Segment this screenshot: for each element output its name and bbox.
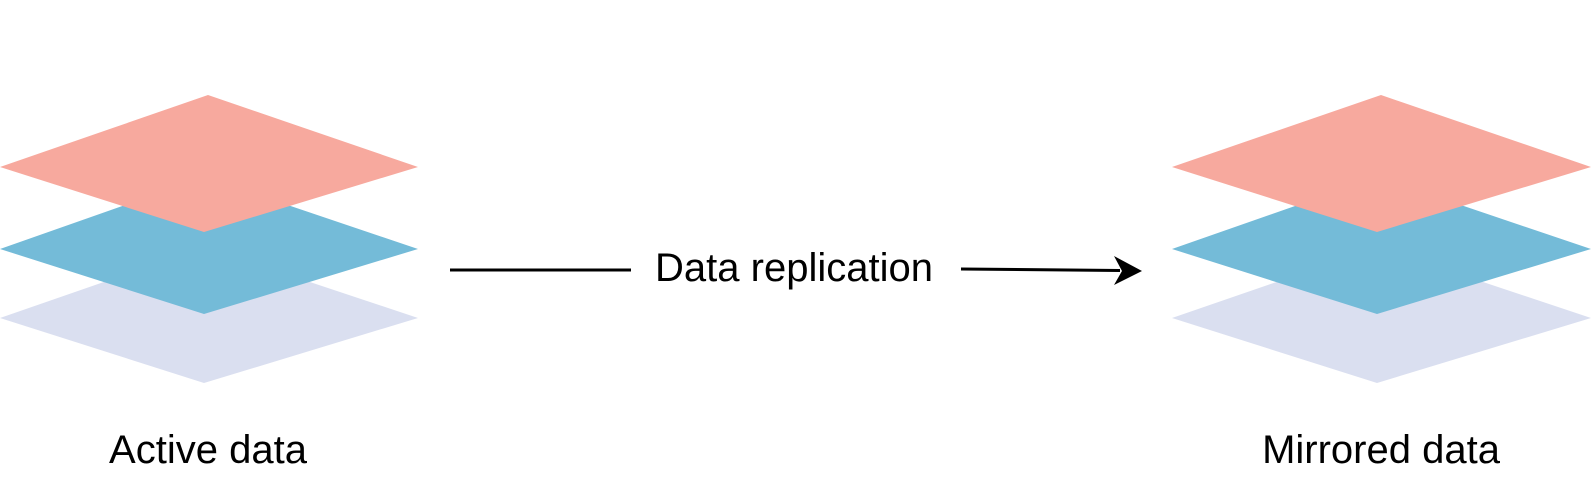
active-layer-middle — [0, 177, 418, 314]
mirrored-layer-bottom — [1172, 247, 1591, 383]
mirrored-data-stack — [1172, 95, 1591, 383]
mirrored-data-label: Mirrored data — [1262, 428, 1500, 472]
connector-line-right — [960, 267, 1121, 272]
active-layer-top — [0, 95, 418, 232]
replication-connector — [450, 256, 1142, 285]
data-replication-label: Data replication — [655, 246, 933, 290]
arrowhead-icon — [1114, 256, 1142, 285]
active-data-label: Active data — [109, 428, 307, 472]
mirrored-layer-top — [1172, 95, 1591, 232]
active-data-stack — [0, 95, 418, 383]
mirrored-layer-middle — [1172, 177, 1591, 314]
active-layer-bottom — [0, 247, 418, 383]
